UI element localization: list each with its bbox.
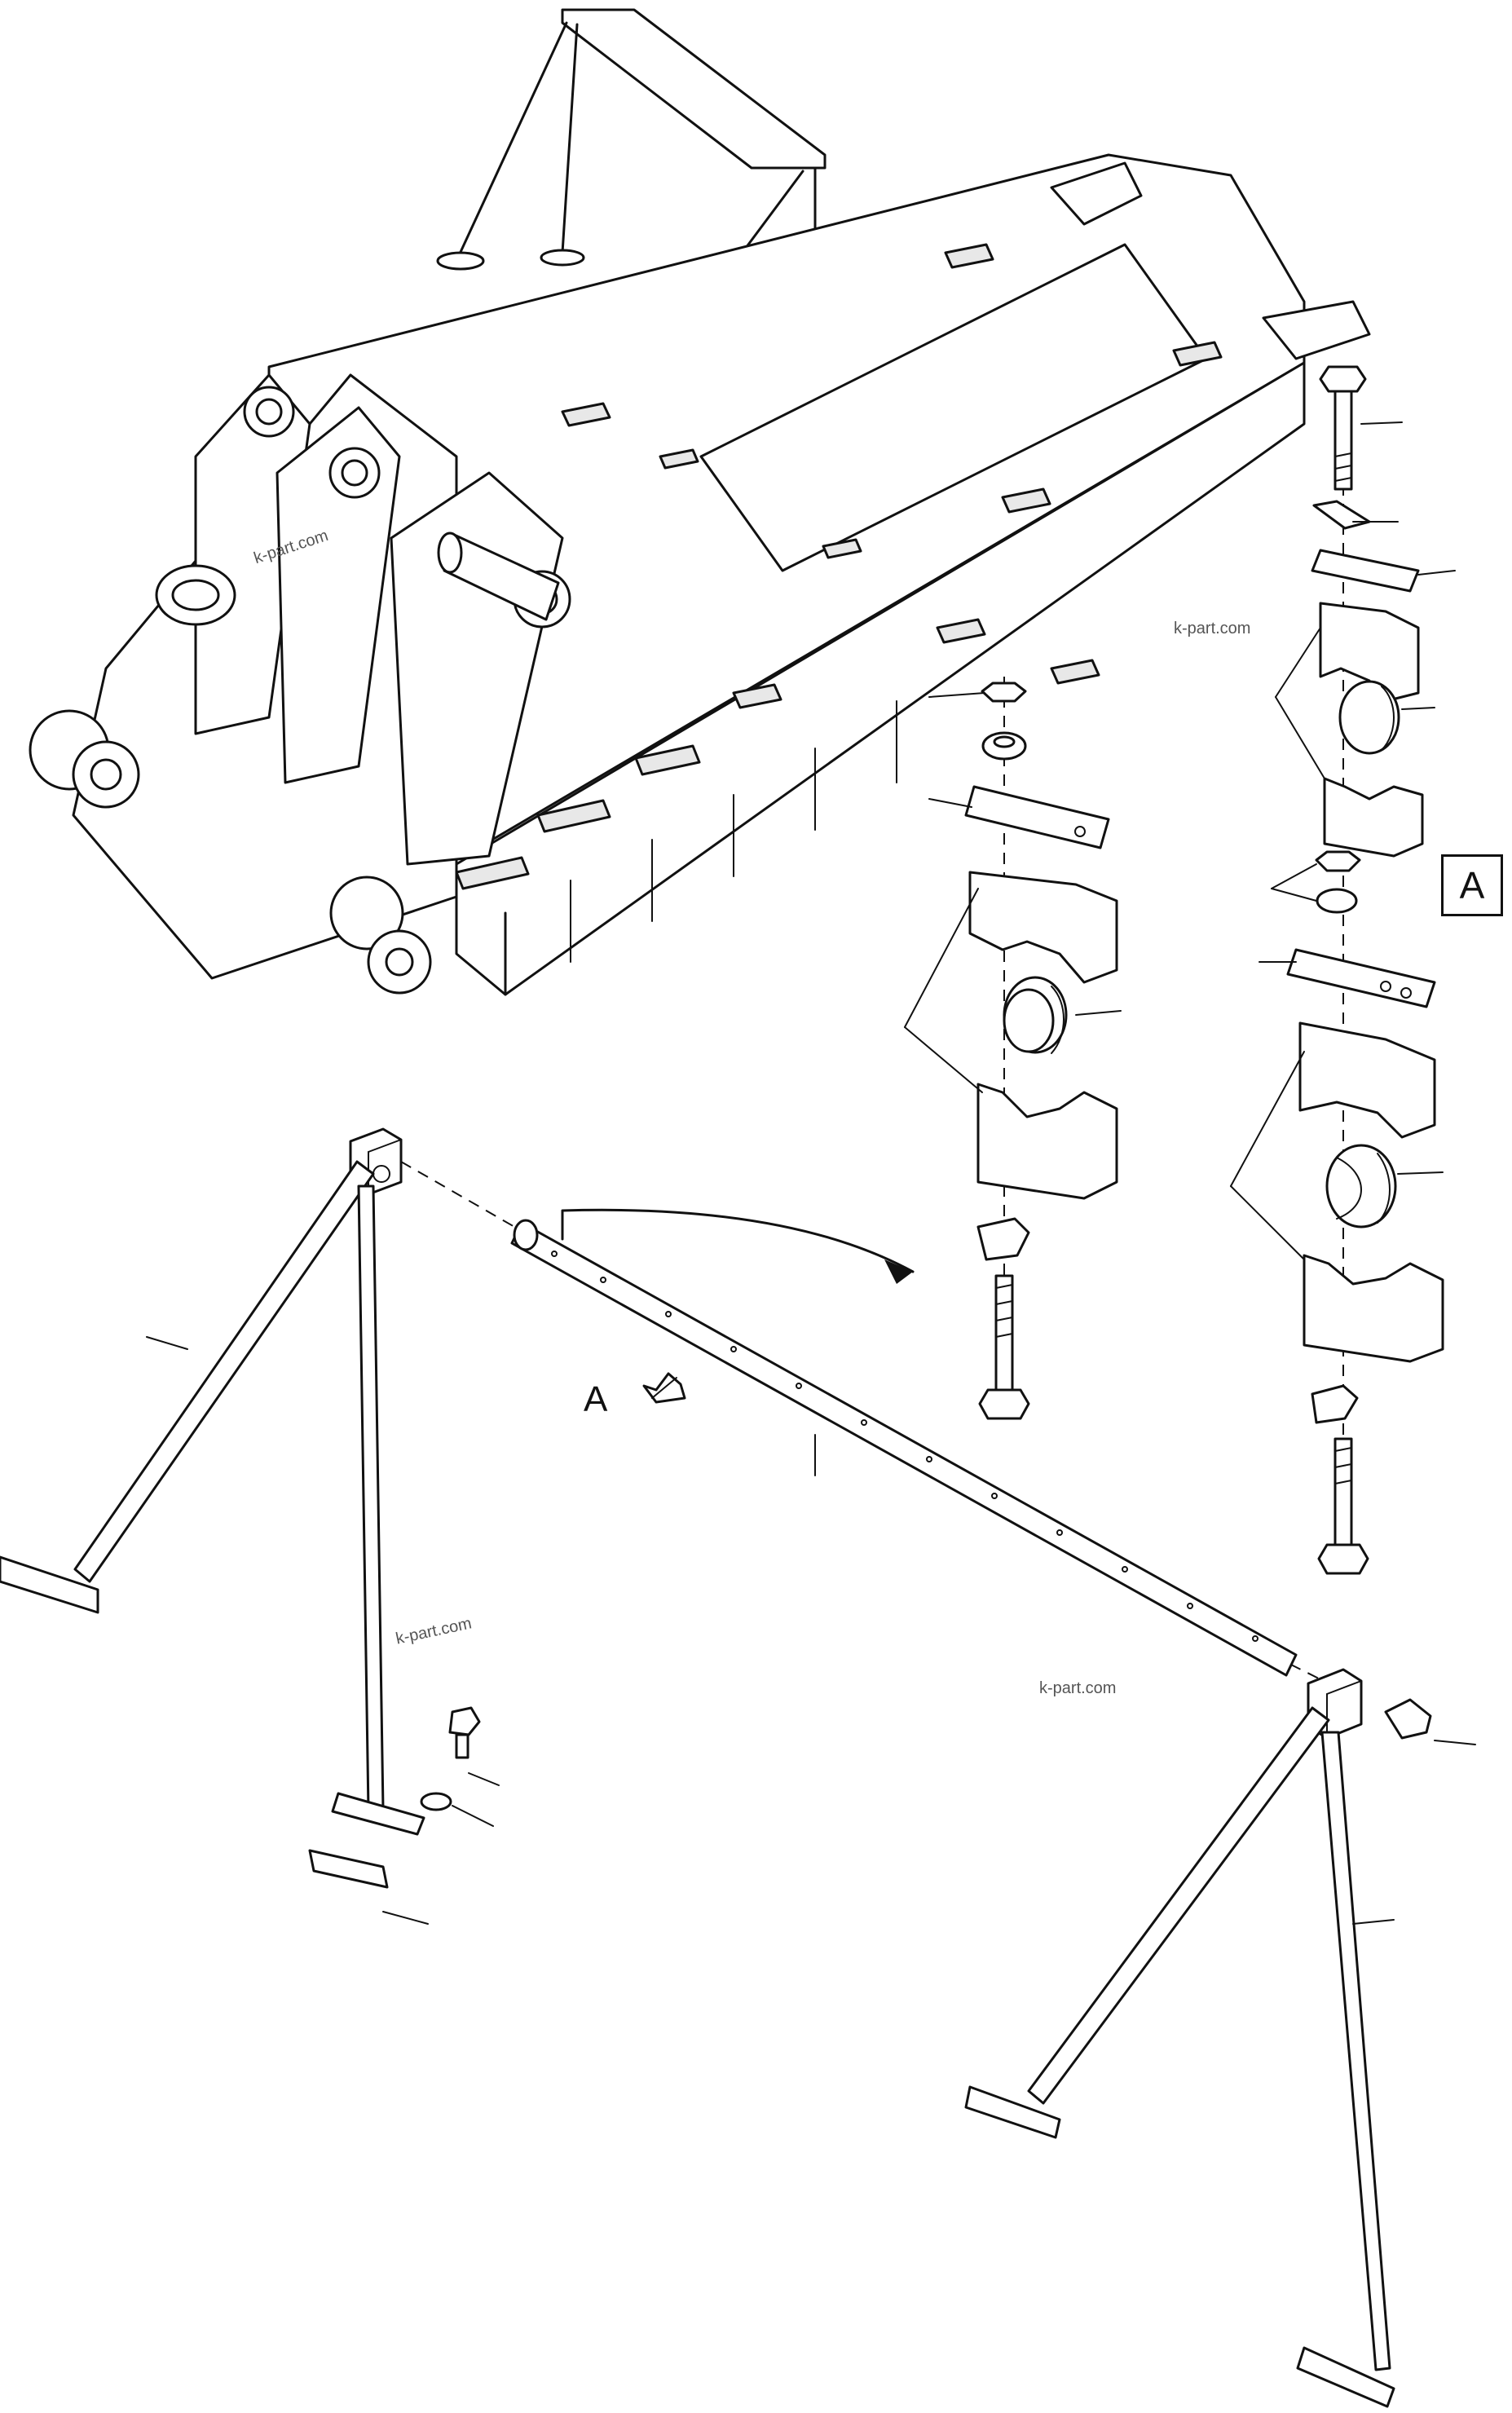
stand-assembly [0, 1127, 1476, 2408]
watermark: k-part.com [1039, 1679, 1117, 1697]
view-a-label-box: A [1441, 854, 1503, 916]
watermark: k-part.com [1174, 620, 1251, 637]
mount-stack-right [1230, 365, 1456, 1575]
machine-frame [29, 153, 1371, 996]
mount-stack-center [904, 677, 1122, 1420]
view-a-arrow-label: A [584, 1379, 608, 1419]
